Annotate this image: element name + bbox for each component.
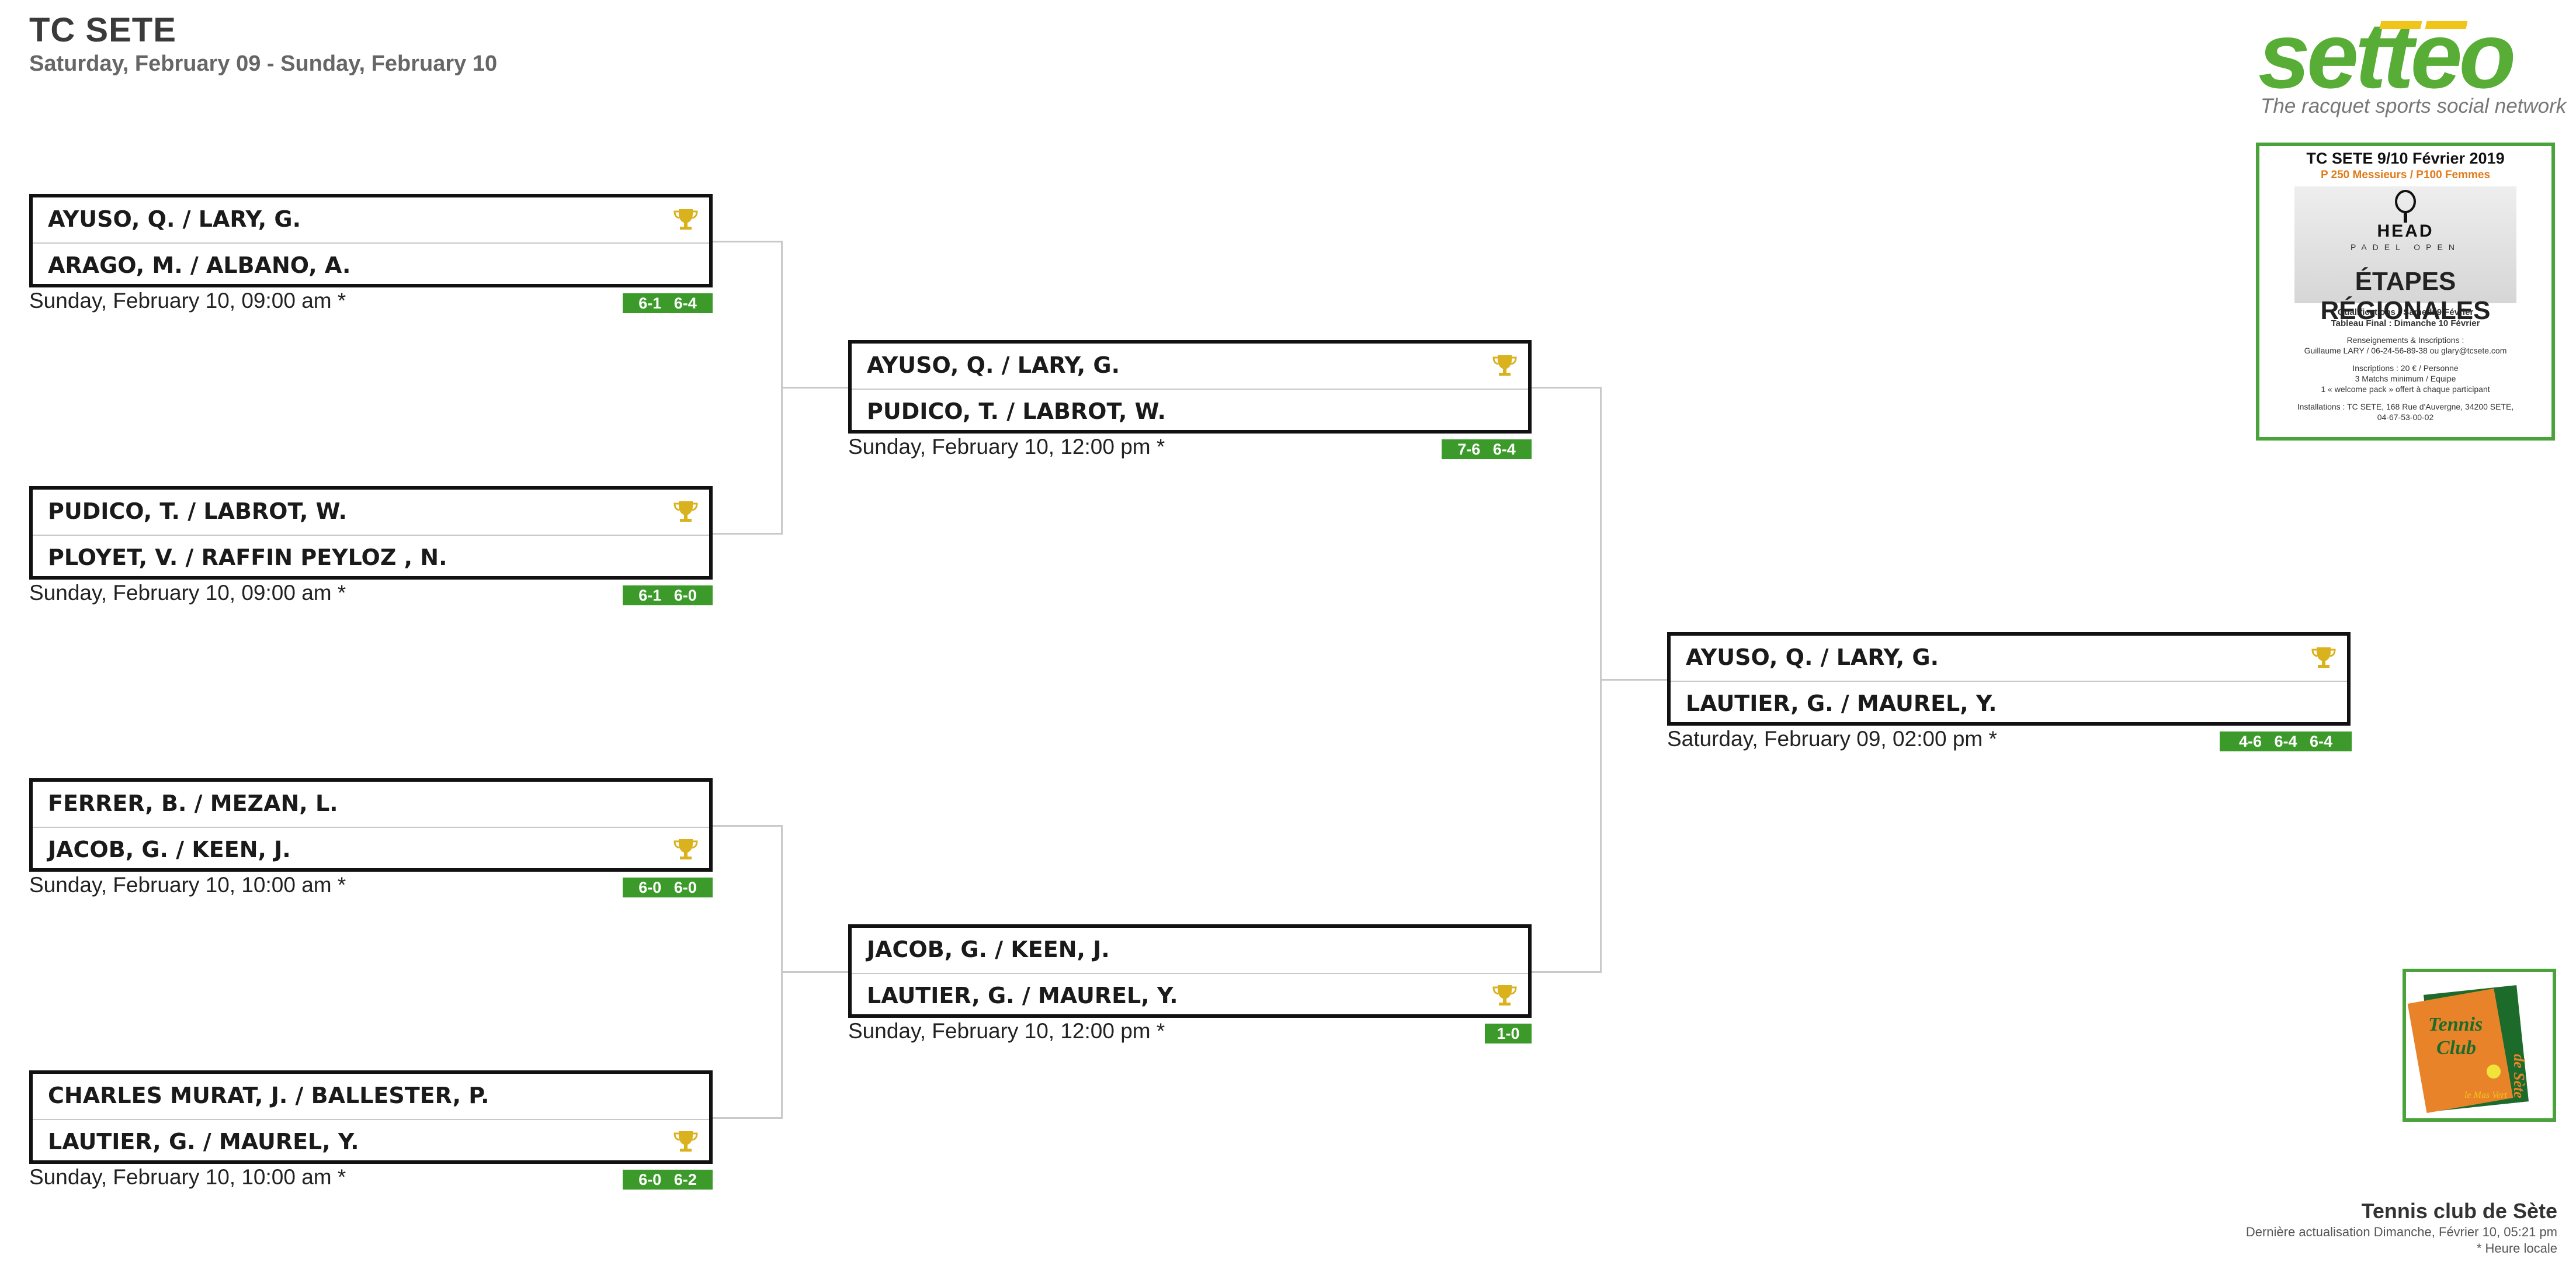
club-logo-text3: de Sète xyxy=(2511,1054,2528,1098)
page-subtitle: Saturday, February 09 - Sunday, February… xyxy=(29,51,498,76)
match-card[interactable]: AYUSO, Q. / LARY, G. LAUTIER, G. / MAURE… xyxy=(1667,632,2351,726)
match-date: Sunday, February 10, 09:00 am * xyxy=(29,581,346,605)
match-team2: PUDICO, T. / LABROT, W. xyxy=(852,389,1528,432)
trophy-icon xyxy=(2311,647,2336,668)
match-card[interactable]: CHARLES MURAT, J. / BALLESTER, P. LAUTIE… xyxy=(29,1070,713,1164)
bracket-line xyxy=(713,1117,783,1119)
match-team2: PLOYET, V. / RAFFIN PEYLOZ , N. xyxy=(33,535,709,578)
club-logo[interactable]: Tennis Club de Sète le Mas Vert xyxy=(2403,969,2556,1122)
racket-icon xyxy=(2395,190,2416,223)
poster-headline: ÉTAPES RÉGIONALES xyxy=(2320,267,2491,325)
poster-line1: Qualifications : Samedi 9 Février xyxy=(2337,307,2474,317)
page-title: TC SETE xyxy=(29,11,176,49)
footer-club-name: Tennis club de Sète xyxy=(2361,1199,2557,1223)
match-team1: FERRER, B. / MEZAN, L. xyxy=(48,791,338,816)
match-team2: LAUTIER, G. / MAUREL, Y. xyxy=(1671,681,2347,724)
club-logo-text1: Tennis xyxy=(2428,1014,2483,1035)
poster-line4: Guillaume LARY / 06-24-56-89-38 ou glary… xyxy=(2304,346,2507,355)
match-date: Sunday, February 10, 10:00 am * xyxy=(29,1165,346,1189)
match-date: Sunday, February 10, 12:00 pm * xyxy=(848,1019,1165,1043)
match-score: 7-6 6-4 xyxy=(1442,439,1532,459)
match-team2: JACOB, G. / KEEN, J. xyxy=(33,827,709,870)
match-team2: ARAGO, M. / ALBANO, A. xyxy=(33,242,709,286)
match-card[interactable]: FERRER, B. / MEZAN, L. JACOB, G. / KEEN,… xyxy=(29,778,713,872)
trophy-icon xyxy=(673,501,698,522)
poster-line9: 04-67-53-00-02 xyxy=(2377,412,2434,422)
trophy-icon xyxy=(1492,985,1517,1006)
match-card[interactable]: JACOB, G. / KEEN, J. LAUTIER, G. / MAURE… xyxy=(848,924,1532,1018)
setteo-logo-mark: setteo xyxy=(2258,3,2517,108)
trophy-icon xyxy=(673,1131,698,1152)
bracket-line xyxy=(713,241,783,242)
poster-line2: Tableau Final : Dimanche 10 Février xyxy=(2331,318,2480,328)
poster-line3: Renseignements & Inscriptions : xyxy=(2346,335,2464,345)
match-date: Sunday, February 10, 12:00 pm * xyxy=(848,435,1165,459)
bracket-line xyxy=(781,971,851,973)
setteo-logo[interactable]: setteo xyxy=(2255,3,2558,123)
club-logo-text2: Club xyxy=(2436,1037,2476,1059)
logo-wordmark: setteo xyxy=(2258,6,2513,105)
poster-line6: 3 Matchs minimum / Equipe xyxy=(2355,374,2456,383)
poster-image: HEAD PADEL OPEN ÉTAPES RÉGIONALES xyxy=(2294,186,2516,325)
poster-line7: 1 « welcome pack » offert à chaque parti… xyxy=(2321,384,2490,394)
match-card[interactable]: AYUSO, Q. / LARY, G. ARAGO, M. / ALBANO,… xyxy=(29,194,713,287)
match-card[interactable]: PUDICO, T. / LABROT, W. PLOYET, V. / RAF… xyxy=(29,486,713,580)
poster-line5: Inscriptions : 20 € / Personne xyxy=(2352,363,2459,373)
match-team1: AYUSO, Q. / LARY, G. xyxy=(1686,644,1939,670)
club-logo-text4: le Mas Vert xyxy=(2464,1090,2507,1100)
tennis-club-logo-image: Tennis Club de Sète le Mas Vert xyxy=(2407,985,2529,1114)
match-team2: LAUTIER, G. / MAUREL, Y. xyxy=(852,973,1528,1016)
match-team1: AYUSO, Q. / LARY, G. xyxy=(48,206,301,232)
match-score: 6-0 6-2 xyxy=(623,1170,713,1190)
bracket-line xyxy=(713,825,783,827)
match-score: 1-0 xyxy=(1485,1024,1532,1043)
poster-subtitle: P 250 Messieurs / P100 Femmes xyxy=(2320,169,2491,181)
trophy-icon xyxy=(673,209,698,230)
trophy-icon xyxy=(673,839,698,859)
bracket-line xyxy=(1532,971,1602,973)
footer-note: * Heure locale xyxy=(2476,1241,2557,1256)
tournament-poster[interactable]: TC SETE 9/10 Février 2019 P 250 Messieur… xyxy=(2256,143,2555,441)
poster-title: TC SETE 9/10 Février 2019 xyxy=(2306,150,2505,167)
match-score: 6-1 6-4 xyxy=(623,293,713,313)
logo-tagline: The racquet sports social network xyxy=(2261,95,2567,117)
match-team2: LAUTIER, G. / MAUREL, Y. xyxy=(33,1119,709,1162)
match-card[interactable]: AYUSO, Q. / LARY, G. PUDICO, T. / LABROT… xyxy=(848,340,1532,434)
match-score: 6-0 6-0 xyxy=(623,878,713,897)
match-date: Saturday, February 09, 02:00 pm * xyxy=(1667,727,1997,751)
match-score: 4-6 6-4 6-4 xyxy=(2220,731,2352,751)
match-team1: PUDICO, T. / LABROT, W. xyxy=(48,498,347,524)
trophy-icon xyxy=(1492,355,1517,376)
poster-line8: Installations : TC SETE, 168 Rue d'Auver… xyxy=(2297,402,2514,411)
match-team1: CHARLES MURAT, J. / BALLESTER, P. xyxy=(48,1083,489,1108)
match-date: Sunday, February 10, 10:00 am * xyxy=(29,873,346,897)
poster-brand-sub: PADEL OPEN xyxy=(2351,242,2460,252)
match-team1: AYUSO, Q. / LARY, G. xyxy=(867,352,1120,378)
bracket-line xyxy=(1600,679,1670,681)
match-date: Sunday, February 10, 09:00 am * xyxy=(29,289,346,313)
footer-last-update: Dernière actualisation Dimanche, Février… xyxy=(2245,1225,2557,1239)
bracket-line xyxy=(781,387,851,389)
bracket-line xyxy=(713,533,783,535)
match-score: 6-1 6-0 xyxy=(623,585,713,605)
match-team1: JACOB, G. / KEEN, J. xyxy=(867,937,1110,962)
poster-brand: HEAD xyxy=(2377,221,2434,241)
bracket-line xyxy=(1532,387,1602,389)
